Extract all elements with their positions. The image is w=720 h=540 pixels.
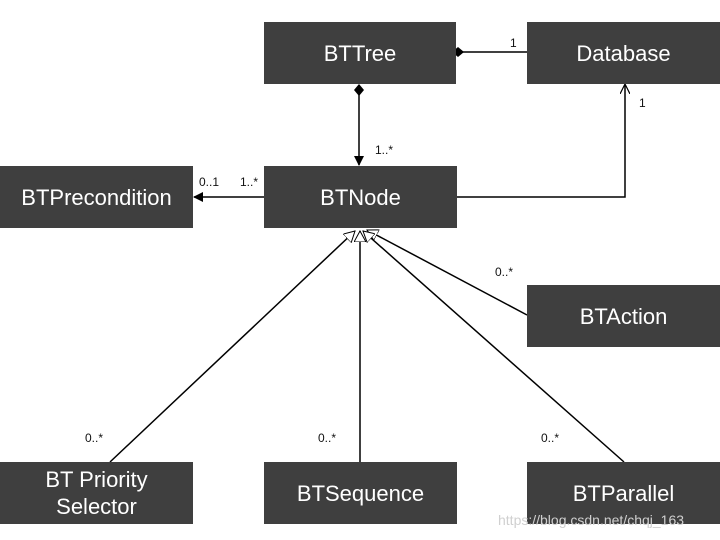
btaction-label: BTAction bbox=[579, 303, 668, 329]
bt-priority-selector-label-line2: Selector bbox=[56, 494, 137, 519]
btsequence-box: BTSequence bbox=[264, 462, 457, 524]
btparallel-box: BTParallel bbox=[527, 462, 720, 524]
multiplicity-sequence: 0..* bbox=[318, 431, 337, 445]
database-label: Database bbox=[576, 40, 671, 66]
bttree-label: BTTree bbox=[323, 40, 397, 66]
bt-priority-selector-box: BT Priority Selector bbox=[0, 462, 193, 524]
multiplicity-precondition: 0..1 bbox=[199, 175, 220, 189]
multiplicity-tree-database: 1 bbox=[510, 36, 517, 50]
edge-parallel-btnode bbox=[363, 231, 625, 463]
watermark-text: https://blog.csdn.net/chqj_163 bbox=[498, 512, 685, 528]
diamond-icon bbox=[354, 84, 364, 96]
btnode-box: BTNode bbox=[264, 166, 457, 228]
multiplicity-priority-selector: 0..* bbox=[85, 431, 104, 445]
btprecondition-label: BTPrecondition bbox=[21, 184, 172, 210]
edge-btnode-database bbox=[457, 85, 625, 198]
database-box: Database bbox=[527, 22, 720, 84]
bttree-box: BTTree bbox=[264, 22, 456, 84]
multiplicity-tree-btnode: 1..* bbox=[375, 143, 394, 157]
multiplicity-btaction: 0..* bbox=[495, 265, 514, 279]
multiplicity-parallel: 0..* bbox=[541, 431, 560, 445]
btnode-label: BTNode bbox=[320, 184, 401, 210]
btsequence-label: BTSequence bbox=[296, 480, 425, 506]
multiplicity-btnode-precondition: 1..* bbox=[240, 175, 259, 189]
bt-priority-selector-label-line1: BT Priority bbox=[45, 467, 148, 492]
edge-action-btnode bbox=[367, 229, 528, 316]
edge-selector-btnode bbox=[109, 231, 355, 463]
multiplicity-database-btnode: 1 bbox=[639, 96, 646, 110]
btparallel-label: BTParallel bbox=[572, 480, 675, 506]
btaction-box: BTAction bbox=[527, 285, 720, 347]
btprecondition-box: BTPrecondition bbox=[0, 166, 193, 228]
